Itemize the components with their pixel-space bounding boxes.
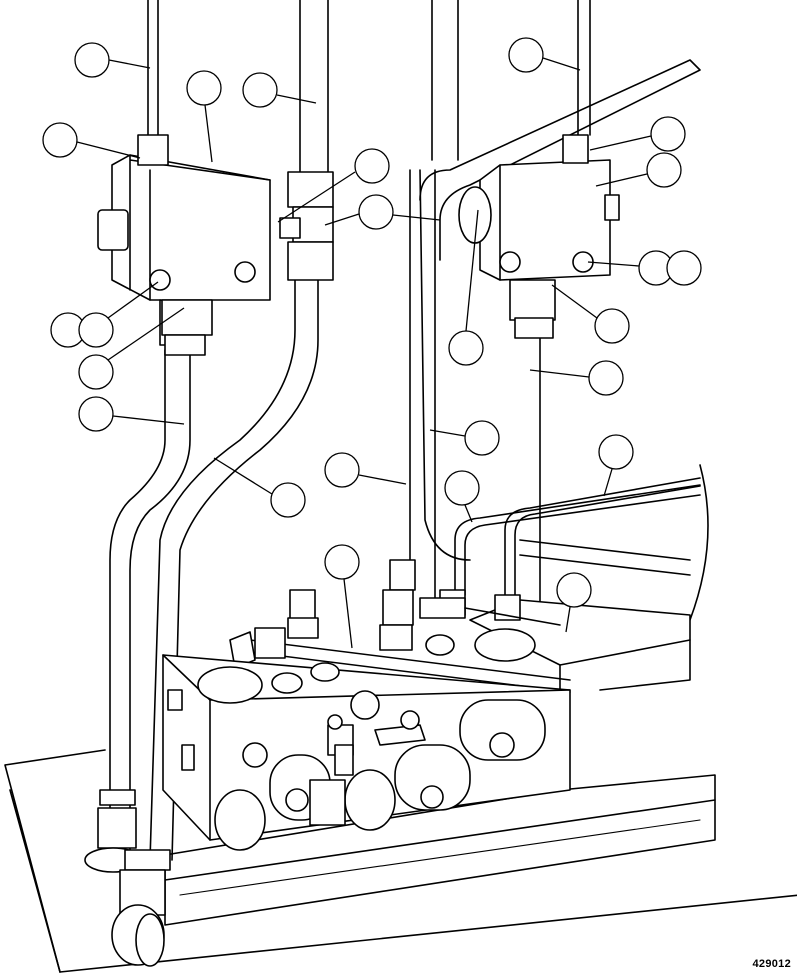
callout-marker [508,37,581,73]
callout-marker [589,116,686,152]
base-plate [4,749,797,973]
callout-marker [74,42,151,78]
callout-marker [324,194,441,230]
manifold-plugs [242,690,426,776]
upper-left-valve-block [97,134,271,356]
upper-right-valve-block [458,134,620,339]
handle-rod [419,59,701,261]
callouts [42,37,702,649]
callout-marker [444,470,480,523]
callout-marker [529,360,624,396]
callout-marker [78,396,185,432]
callout-marker [429,420,500,456]
manifold-fittings [379,559,561,662]
callout-marker [587,250,674,286]
callout-marker [448,209,484,366]
callout-marker [551,284,630,344]
right-hoses [454,464,709,621]
callout-marker [277,148,390,223]
callout-marker [598,434,634,497]
callout-marker [186,70,222,163]
callout-marker [324,452,407,488]
middle-fittings [279,171,334,281]
callout-marker [556,572,592,633]
solenoid-coils [214,699,546,851]
figure-number: 429012 [752,958,791,970]
reservoir-tank [409,169,541,621]
callout-marker [324,544,360,649]
callout-marker [242,72,317,108]
callout-marker [666,250,702,286]
callout-marker [78,281,159,348]
callout-marker [213,457,306,518]
callout-marker [42,122,141,159]
callout-marker [595,152,682,188]
left-pipe-pair [109,279,319,861]
valve-manifold-body [162,589,571,841]
callout-marker [78,307,185,390]
left-pipe-bottom-fittings [84,789,171,967]
